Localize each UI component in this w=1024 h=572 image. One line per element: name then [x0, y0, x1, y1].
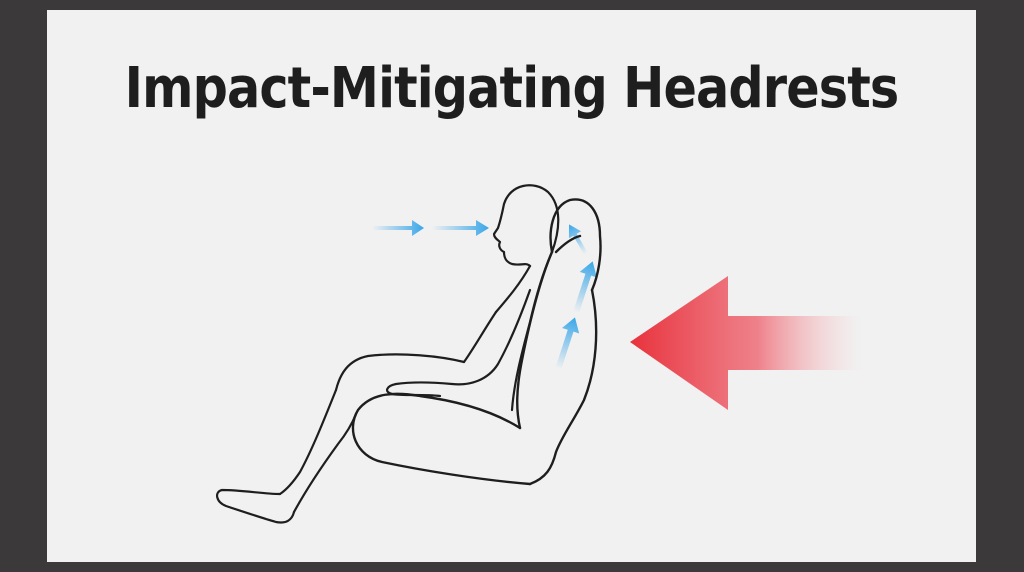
red-impact-arrow-icon [630, 276, 862, 410]
seated-occupant-outline [216, 184, 560, 524]
diagram-canvas: Impact-Mitigating Headrests [47, 10, 976, 562]
blue-motion-arrow-icon [573, 261, 597, 314]
blue-motion-arrow-icon [555, 317, 580, 370]
diagram-title: Impact-Mitigating Headrests [124, 56, 900, 121]
blue-motion-arrow-icon [372, 220, 424, 236]
blue-motion-arrow-icon [432, 220, 489, 236]
blue-motion-arrow-icon [568, 224, 588, 255]
